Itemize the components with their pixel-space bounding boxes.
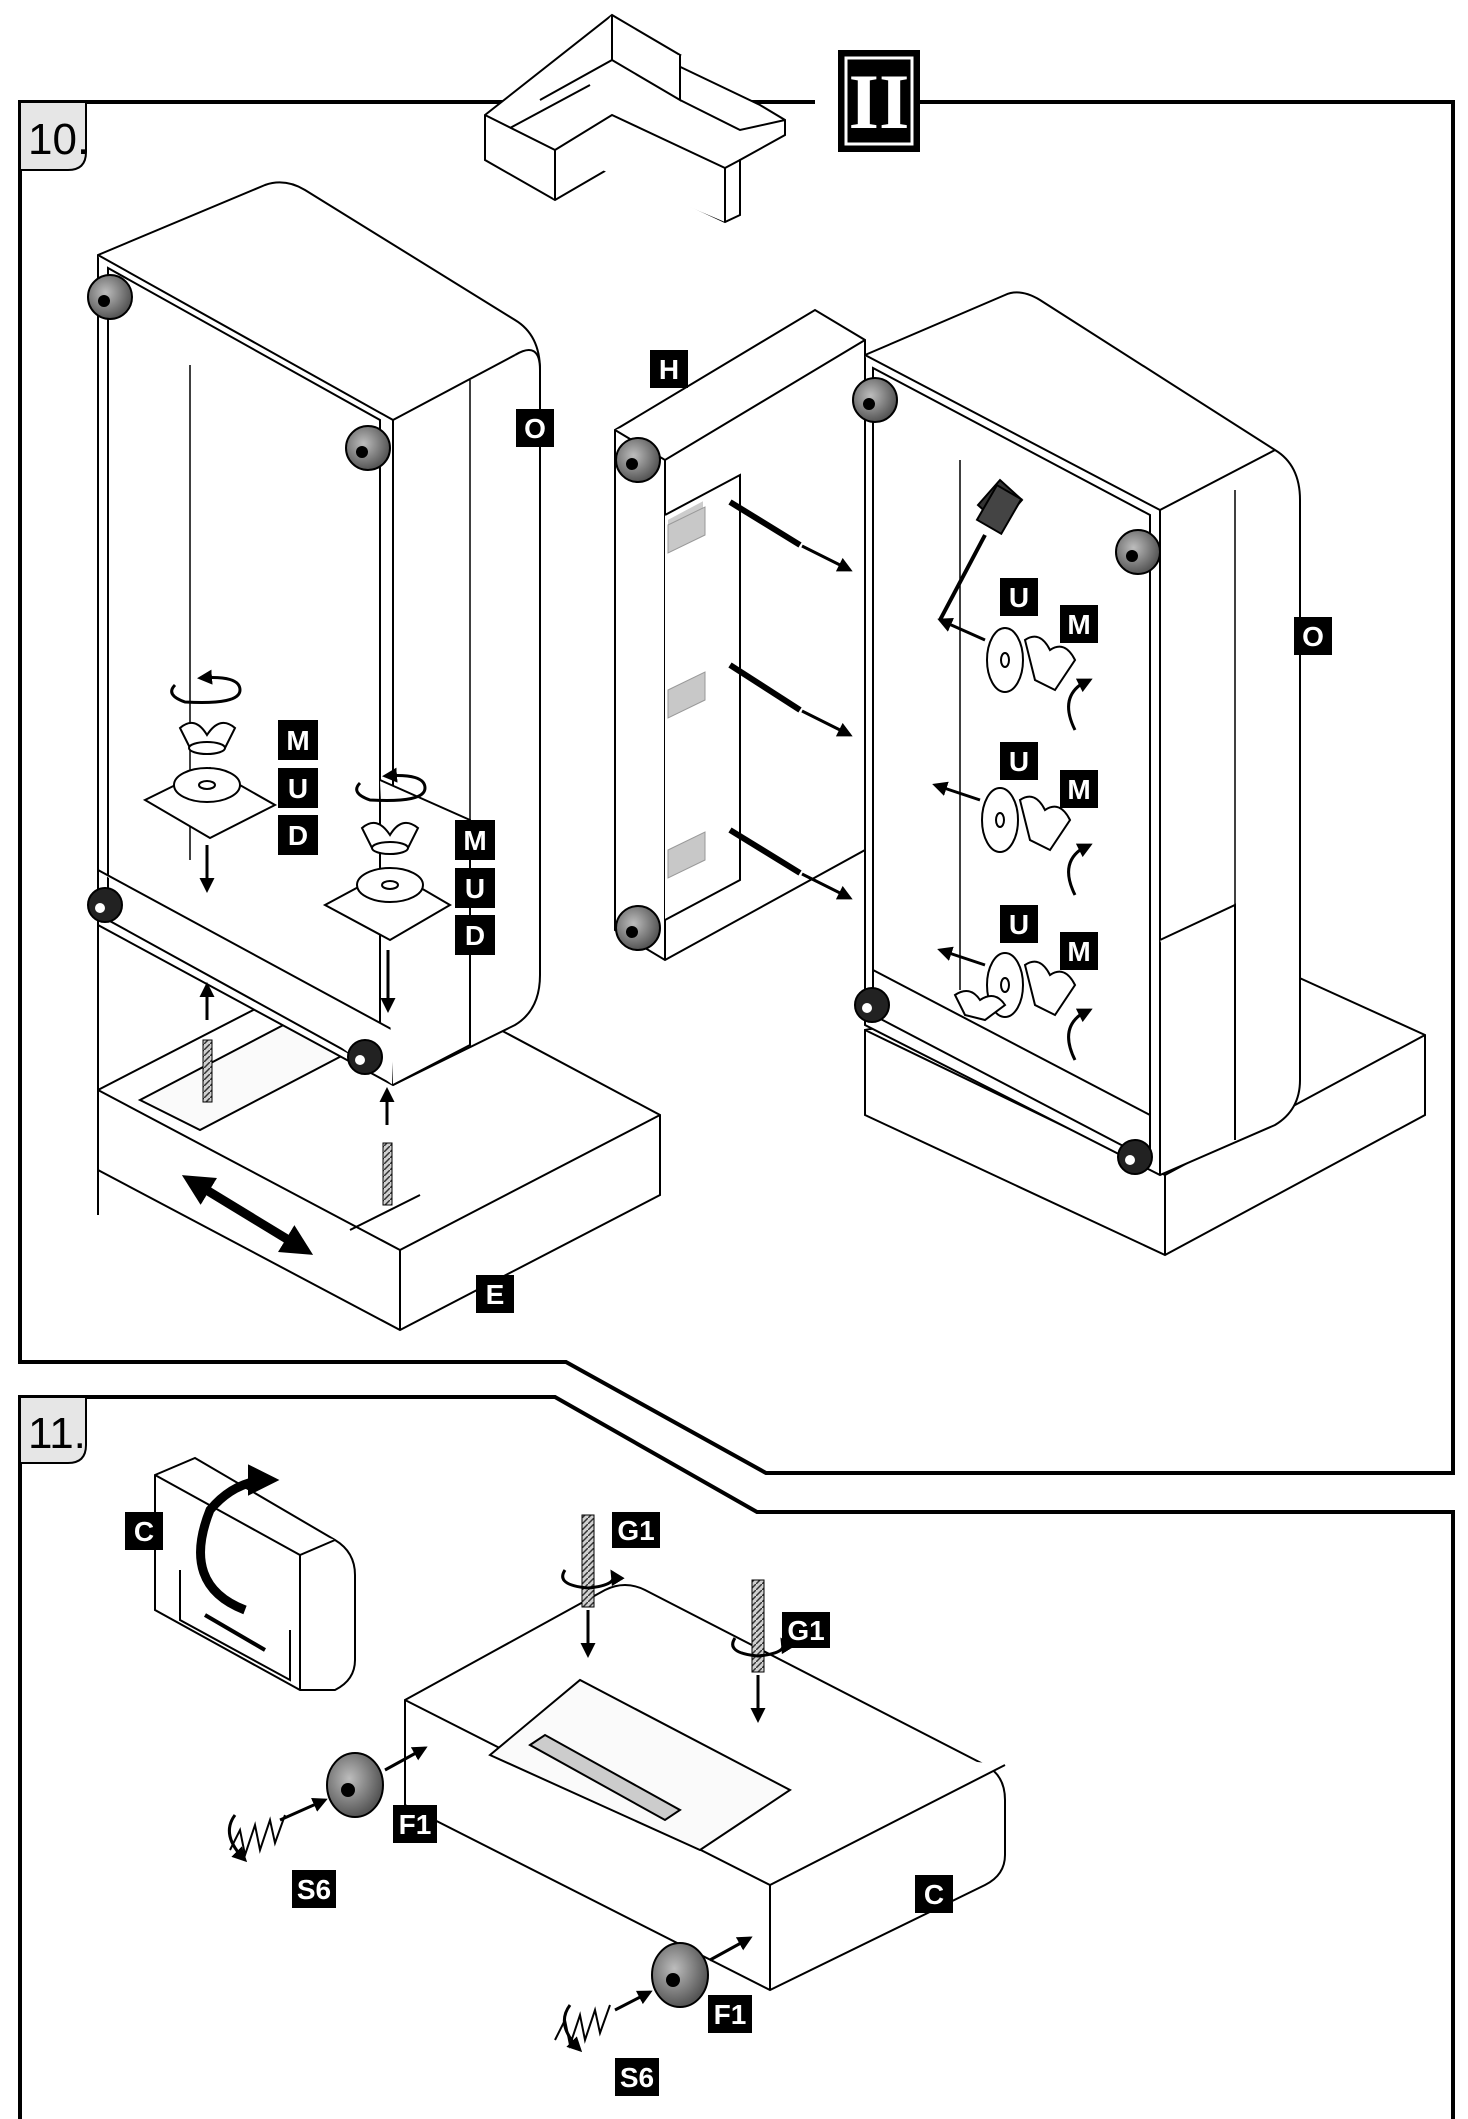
- right-fastener-3: [937, 946, 1093, 1061]
- svg-text:U: U: [1009, 746, 1029, 777]
- small-block-c: [154, 1456, 356, 1691]
- back-panel-label-h: H: [650, 350, 688, 388]
- left-fastener-labels-1: M U D: [278, 720, 318, 855]
- back-panel-bolts: [728, 499, 853, 900]
- svg-text:D: D: [288, 820, 308, 851]
- svg-text:E: E: [486, 1279, 505, 1310]
- foot-f1-left: [279, 1746, 428, 1822]
- right-fastener-1: [937, 618, 1093, 731]
- svg-text:U: U: [288, 773, 308, 804]
- back-panel-foot-bottom: [615, 905, 661, 951]
- small-block-label-c: C: [125, 1512, 163, 1550]
- spring-s6-right: [554, 2004, 611, 2053]
- left-frame-foot-top-right: [345, 425, 391, 471]
- bolt-g1-left: [561, 1514, 625, 1658]
- svg-text:D: D: [465, 920, 485, 951]
- right-fastener-2: [932, 781, 1093, 896]
- right-frame-label-o: O: [1294, 617, 1332, 655]
- section-badge: II: [838, 50, 920, 152]
- svg-text:11.: 11.: [28, 1409, 86, 1458]
- svg-text:F1: F1: [399, 1809, 432, 1840]
- step-number-11: 11.: [19, 1396, 87, 1464]
- svg-text:10.: 10.: [28, 115, 89, 164]
- step-10-frame: [18, 100, 1455, 1475]
- svg-text:C: C: [134, 1516, 154, 1547]
- bolt-labels: G1 G1: [612, 1512, 830, 1648]
- left-frame-o: [97, 181, 541, 1087]
- step-11-frame: [18, 1395, 1455, 2119]
- right-frame-foot-top-right: [1115, 529, 1161, 575]
- svg-text:M: M: [463, 825, 486, 856]
- svg-text:O: O: [524, 413, 546, 444]
- svg-text:M: M: [1067, 936, 1090, 967]
- back-panel-foot-top: [615, 437, 661, 483]
- left-frame-foot-bottom-left: [87, 887, 123, 923]
- screwdriver-icon: [938, 478, 1024, 621]
- foot-f1-right: [614, 1936, 753, 2012]
- svg-text:G1: G1: [787, 1615, 824, 1646]
- svg-text:F1: F1: [714, 1999, 747, 2030]
- svg-text:C: C: [924, 1879, 944, 1910]
- left-frame-foot-bottom-right: [347, 1039, 383, 1075]
- step-number-10: 10.: [19, 101, 89, 171]
- right-frame-o: [864, 291, 1301, 1177]
- right-frame-foot-bottom-left: [854, 987, 890, 1023]
- svg-text:M: M: [286, 725, 309, 756]
- left-threaded-rod-1: [199, 982, 215, 1103]
- svg-text:M: M: [1067, 609, 1090, 640]
- left-fastener-stack-1: [142, 669, 278, 893]
- left-base-label-e: E: [476, 1275, 514, 1313]
- left-frame-label-o: O: [516, 409, 554, 447]
- right-frame-foot-top-left: [852, 377, 898, 423]
- svg-text:II: II: [849, 58, 910, 145]
- svg-text:U: U: [465, 873, 485, 904]
- foot-labels: F1 F1: [393, 1805, 752, 2033]
- flip-arrow-icon: [196, 1464, 280, 1615]
- sofa-icon: [484, 13, 786, 224]
- left-fastener-stack-2: [322, 767, 452, 1013]
- svg-text:U: U: [1009, 909, 1029, 940]
- svg-text:S6: S6: [620, 2062, 654, 2093]
- move-double-arrow-icon: [181, 1175, 314, 1255]
- svg-text:O: O: [1302, 621, 1324, 652]
- back-panel-h: [614, 308, 866, 962]
- main-block-c: [404, 1584, 1006, 1992]
- spring-labels: S6 S6: [292, 1870, 659, 2096]
- right-fastener-labels: U M U M U M: [1000, 578, 1098, 970]
- svg-text:H: H: [659, 354, 679, 385]
- svg-text:U: U: [1009, 582, 1029, 613]
- left-fastener-labels-2: M U D: [455, 820, 495, 955]
- svg-text:G1: G1: [617, 1515, 654, 1546]
- left-frame-foot-top-left: [87, 274, 133, 320]
- right-frame-foot-bottom-right: [1117, 1139, 1153, 1175]
- svg-text:S6: S6: [297, 1874, 331, 1905]
- back-panel-pads: [667, 506, 706, 879]
- spring-s6-left: [227, 1814, 286, 1863]
- left-threaded-rod-2: [379, 1087, 395, 1206]
- main-block-label-c: C: [915, 1875, 953, 1913]
- svg-text:M: M: [1067, 774, 1090, 805]
